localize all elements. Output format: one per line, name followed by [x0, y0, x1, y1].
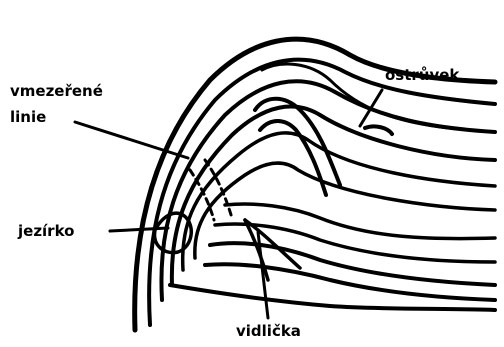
island-ridge [365, 126, 392, 134]
pointer-lake [110, 228, 168, 231]
label-interrupted-lines-line1: vmezeřené [10, 82, 103, 100]
ridge-3 [161, 81, 495, 300]
label-fork: vidlička [236, 322, 301, 340]
label-island: ostrůvek [385, 66, 459, 84]
label-lake: jezírko [18, 222, 74, 240]
label-interrupted-lines-line2: linie [10, 108, 46, 126]
ridge-5 [183, 133, 495, 270]
